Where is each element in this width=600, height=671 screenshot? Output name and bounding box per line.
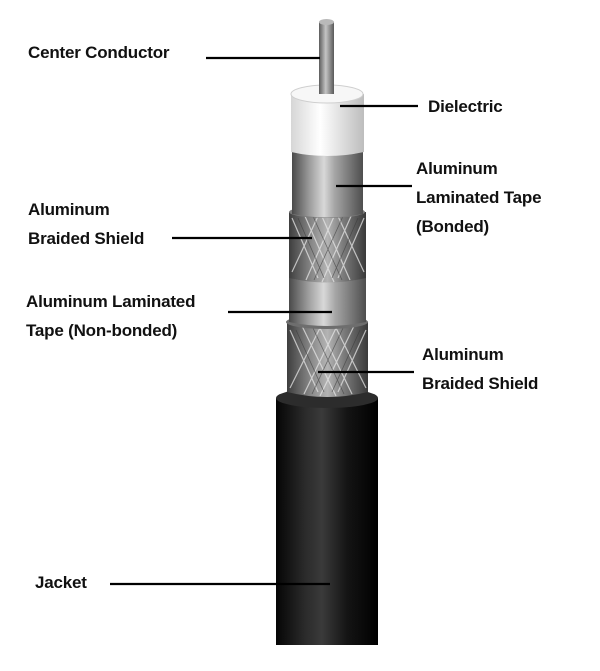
leader-lines [110, 56, 418, 586]
label-aluminum-laminated-tape-bonded: Aluminum Laminated Tape (Bonded) [416, 154, 542, 241]
label-line: Aluminum [28, 200, 110, 219]
jacket-layer [276, 388, 378, 645]
dielectric-layer [290, 84, 364, 156]
label-line: Tape (Non-bonded) [26, 321, 178, 340]
center-conductor [319, 19, 334, 94]
label-line: Aluminum Laminated [26, 292, 196, 311]
label-line: Braided Shield [422, 374, 539, 393]
label-line: Braided Shield [28, 229, 145, 248]
label-aluminum-braided-shield-lower: Aluminum Braided Shield [422, 340, 538, 398]
label-aluminum-braided-shield-upper: Aluminum Braided Shield [28, 195, 144, 253]
label-line: Center Conductor [28, 43, 170, 62]
label-line: Jacket [35, 573, 87, 592]
label-dielectric: Dielectric [428, 96, 503, 118]
label-line: (Bonded) [416, 217, 489, 236]
label-aluminum-laminated-tape-non-bonded: Aluminum Laminated Tape (Non-bonded) [26, 287, 195, 345]
label-line: Aluminum [422, 345, 504, 364]
label-line: Aluminum [416, 159, 498, 178]
lower-braided-shield [286, 315, 368, 397]
label-jacket: Jacket [35, 572, 87, 594]
label-center-conductor: Center Conductor [28, 42, 170, 64]
label-line: Dielectric [428, 97, 503, 116]
label-line: Laminated Tape [416, 188, 542, 207]
